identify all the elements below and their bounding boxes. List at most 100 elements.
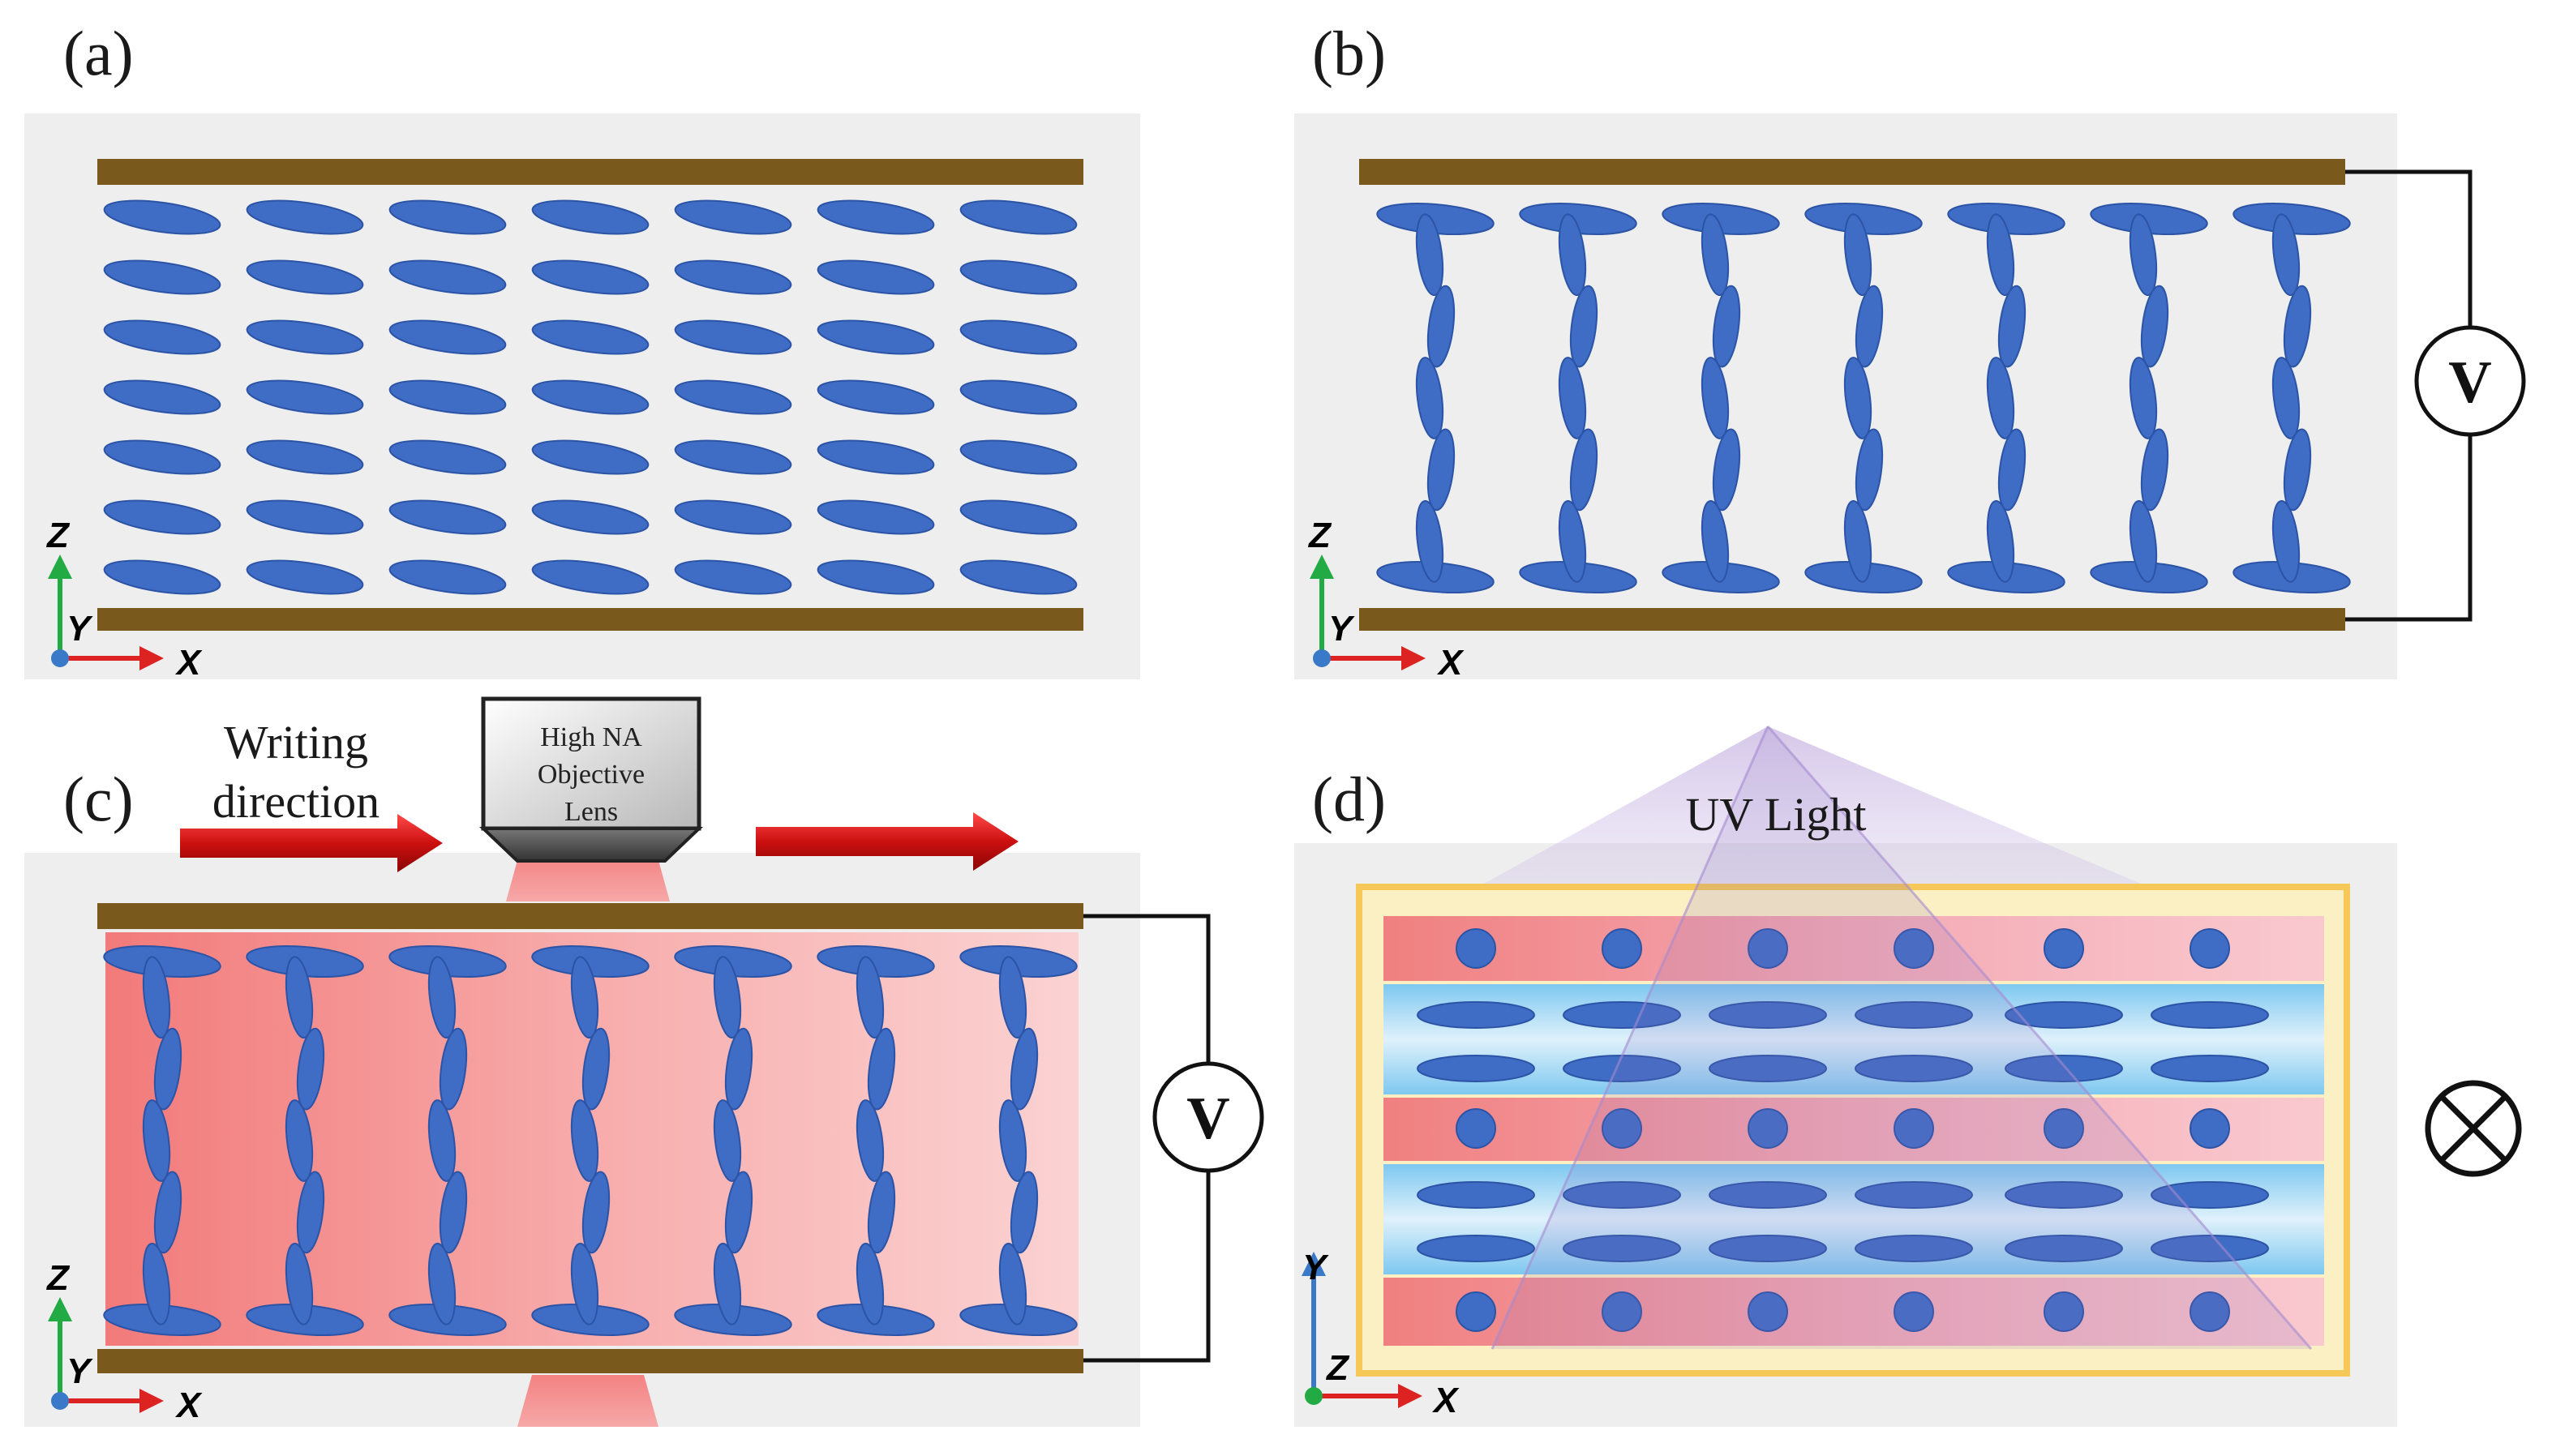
lc-molecule [867, 1027, 896, 1111]
lc-molecule [1701, 499, 1730, 583]
lc-molecule [1709, 1181, 1827, 1209]
bottom-electrode [97, 1349, 1083, 1373]
panel-d-label: (d) [1312, 764, 1386, 834]
lc-molecule [1709, 1235, 1827, 1262]
lc-molecule-end-on [1894, 928, 1934, 969]
lc-molecule [817, 559, 935, 595]
axis-triad: Z Y X [45, 516, 203, 683]
lc-molecule [388, 259, 507, 295]
lc-molecule [2151, 1181, 2269, 1209]
lc-molecule [246, 199, 364, 235]
lc-molecule [817, 379, 935, 415]
lc-molecule [388, 499, 507, 535]
lc-molecule-end-on [1748, 1108, 1788, 1149]
x-axis-label: X [174, 1385, 203, 1425]
lc-molecule [2129, 499, 2158, 583]
uv-light-label: UV Light [1686, 788, 1867, 841]
objective-lens: High NA Objective Lens [479, 696, 703, 863]
axis-triad: Z Y X [45, 1258, 203, 1425]
circuit-wire-top [1083, 914, 1211, 1070]
lc-molecule-end-on [1456, 928, 1496, 969]
stripe-vertical-alignment [1383, 1278, 2324, 1346]
top-electrode [1359, 159, 2345, 185]
lc-molecule [817, 319, 935, 355]
panel-d: (d) UV Light Y Z X [1294, 726, 2522, 1427]
lc-molecule [1558, 213, 1587, 297]
lc-molecule [998, 1099, 1027, 1182]
lc-molecule [246, 319, 364, 355]
lc-molecule [674, 499, 792, 535]
top-electrode [97, 159, 1083, 185]
lc-molecule [1563, 1181, 1681, 1209]
lc-molecule [959, 439, 1078, 475]
lc-molecule [2283, 428, 2312, 512]
lc-molecule [531, 559, 650, 595]
lc-molecule [153, 1027, 182, 1111]
lc-molecule [439, 1027, 468, 1111]
lc-molecule-end-on [1602, 928, 1642, 969]
lc-molecule [285, 956, 314, 1039]
molecule-pattern [1417, 928, 2269, 1332]
lc-molecule [1563, 1001, 1681, 1029]
lc-molecule [674, 319, 792, 355]
z-axis-label: Z [1325, 1348, 1350, 1388]
writing-direction-arrow-left [180, 814, 443, 872]
voltage-symbol: V [1186, 1086, 1229, 1152]
lc-molecule [388, 439, 507, 475]
lc-molecule [867, 1171, 896, 1254]
lc-molecule-end-on [2190, 928, 2230, 969]
lc-molecule [1843, 499, 1872, 583]
lc-molecule [1415, 357, 1444, 439]
panel-c-label: (c) [63, 764, 134, 834]
lc-molecule [581, 1171, 611, 1254]
lc-molecule [674, 439, 792, 475]
lc-molecule [2151, 1235, 2269, 1262]
voltage-symbol: V [2448, 349, 2491, 416]
lc-molecule [1010, 1171, 1039, 1254]
lc-molecule [1986, 499, 2015, 583]
lc-molecule [2151, 1001, 2269, 1029]
lc-molecule [1010, 1027, 1039, 1111]
lc-molecule [2151, 1055, 2269, 1082]
lc-molecule [856, 1242, 885, 1325]
objective-lens-body [481, 696, 701, 831]
circuit-wire-bottom [1083, 1164, 1211, 1363]
lc-molecule [1563, 1235, 1681, 1262]
lc-molecule [1569, 428, 1598, 512]
lc-molecule [998, 1242, 1027, 1325]
lc-molecule [1843, 357, 1872, 439]
uv-light-cone [1484, 726, 2141, 884]
lc-molecule [246, 379, 364, 415]
lc-molecule [531, 199, 650, 235]
lc-molecule [817, 259, 935, 295]
writing-direction-label-line-1: Writing [224, 716, 368, 769]
panel-a: (a) Z Y X [24, 18, 1140, 683]
into-page-cross-icon [2439, 1094, 2507, 1163]
lc-molecule [2271, 499, 2301, 583]
lc-molecule-end-on [1894, 1108, 1934, 1149]
lc-molecule [1986, 213, 2015, 297]
lc-molecule [1417, 1235, 1535, 1262]
lc-molecule [1426, 285, 1456, 368]
lc-molecule [1997, 285, 2027, 368]
lc-molecule [1712, 428, 1741, 512]
lc-molecule [1712, 285, 1741, 368]
voltage-circuit: V [1083, 914, 1264, 1363]
laser-beam-upper [506, 854, 670, 901]
lc-molecule [388, 559, 507, 595]
y-axis-label: Y [66, 609, 93, 649]
lc-molecule [103, 379, 221, 415]
axis-triad: Y Z X [1302, 1248, 1460, 1420]
lc-molecule-end-on [1602, 1108, 1642, 1149]
uv-light-projection [1492, 726, 2311, 1349]
uv-beam-edge [1766, 726, 2313, 1350]
lc-molecule [531, 499, 650, 535]
lc-molecule [856, 956, 885, 1039]
z-axis-dot [1305, 1387, 1323, 1405]
lc-molecule [2283, 285, 2312, 368]
lc-molecule [713, 956, 742, 1039]
lc-molecule [103, 259, 221, 295]
lc-molecule [2005, 1181, 2123, 1209]
into-page-symbol [2425, 1080, 2522, 1177]
molecule-grid [103, 199, 1078, 595]
